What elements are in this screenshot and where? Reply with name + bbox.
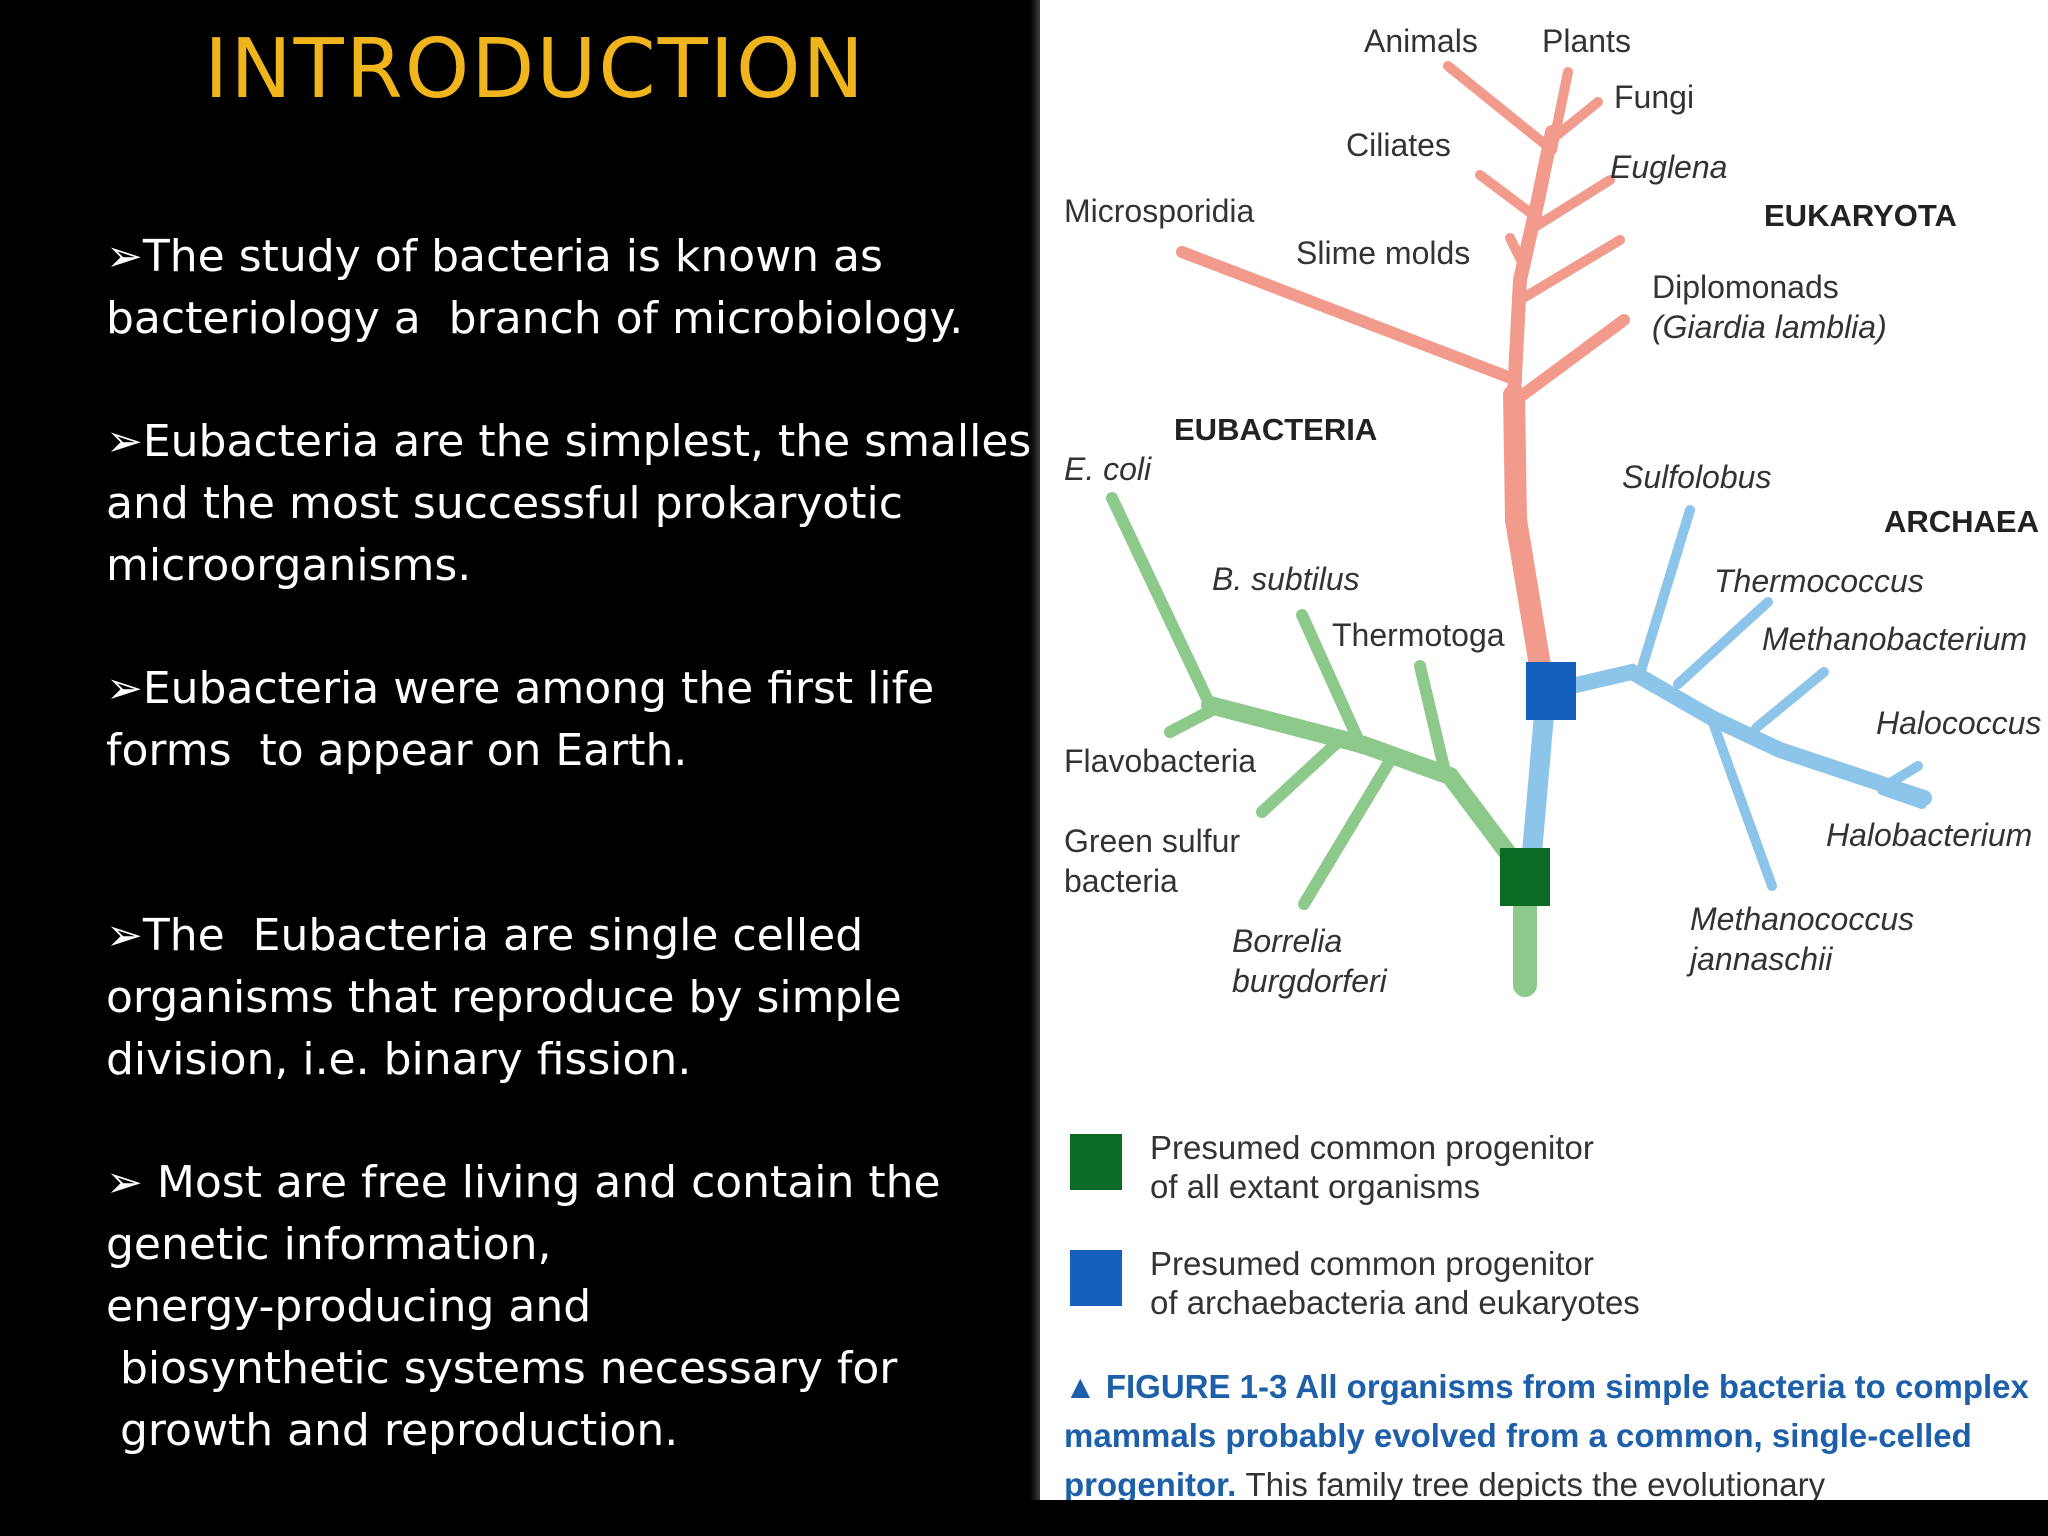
taxon-label-ciliates: Ciliates xyxy=(1346,127,1451,163)
bullet-item: ➢The study of bacteria is known as bacte… xyxy=(106,226,1036,350)
taxon-label-ecoli: E. coli xyxy=(1064,451,1152,487)
bullet-line: ➢The Eubacteria are single celled xyxy=(106,910,864,961)
branch-thermotoga xyxy=(1414,660,1451,778)
figure-panel: EUKARYOTA EUBACTERIA ARCHAEA Animals Pla… xyxy=(1040,0,2048,1500)
branch-slime-molds xyxy=(1515,235,1625,305)
taxon-label-animals: Animals xyxy=(1364,23,1478,59)
taxon-label-bsubtilus: B. subtilus xyxy=(1212,561,1360,597)
branch-halococcus xyxy=(1877,761,1923,793)
branch-slime-sub xyxy=(1505,233,1527,267)
branch-halobacterium xyxy=(1877,785,1927,809)
taxon-label-borrelia-2: burgdorferi xyxy=(1232,963,1388,999)
bullet-item: ➢Eubacteria are the simplest, the smalle… xyxy=(106,411,1049,597)
taxon-label-fungi: Fungi xyxy=(1614,79,1694,115)
branch-main-eukaryota xyxy=(1507,125,1559,402)
branch-fungi xyxy=(1551,97,1603,141)
branch-trunk-eukaryota xyxy=(1503,384,1555,701)
taxon-label-halococcus: Halococcus xyxy=(1876,705,2041,741)
branch-methanobacterium xyxy=(1751,667,1829,733)
archaea-branches xyxy=(1520,505,1932,891)
branch-trunk-archaea xyxy=(1520,682,1556,886)
legend-item-blue: Presumed common progenitor of archaebact… xyxy=(1070,1244,1640,1322)
taxon-label-borrelia: Borrelia xyxy=(1232,923,1342,959)
legend-line: Presumed common progenitor xyxy=(1150,1129,1594,1166)
bullet-line: ➢Eubacteria are the simplest, the smalle… xyxy=(106,416,1049,467)
branch-green-sulfur xyxy=(1256,734,1346,818)
phylogenetic-tree: EUKARYOTA EUBACTERIA ARCHAEA Animals Pla… xyxy=(1064,23,2041,999)
branch-diplomonads xyxy=(1510,314,1630,406)
bullet-line: ➢The study of bacteria is known as xyxy=(106,231,883,282)
taxon-label-thermococcus: Thermococcus xyxy=(1714,563,1924,599)
taxon-label-slime-molds: Slime molds xyxy=(1296,235,1470,271)
legend-line: of all extant organisms xyxy=(1150,1168,1481,1205)
taxon-label-methanococcus: Methanococcus xyxy=(1690,901,1914,937)
branch-microsporidia xyxy=(1176,246,1522,386)
bullet-line: organisms that reproduce by simple xyxy=(106,972,902,1023)
caption-bold-text: All organisms from simple bacteria to co… xyxy=(1064,1368,2029,1500)
legend-swatch-green xyxy=(1070,1134,1122,1190)
bullet-item: ➢ Most are free living and contain the g… xyxy=(106,1152,1036,1462)
bullet-item: ➢Eubacteria were among the first life fo… xyxy=(106,658,1036,782)
bullet-line: biosynthetic systems necessary for xyxy=(106,1343,898,1394)
domain-label-archaea: ARCHAEA xyxy=(1884,504,2039,539)
legend-item-green: Presumed common progenitor of all extant… xyxy=(1070,1128,1594,1206)
bullet-line: microorganisms. xyxy=(106,540,472,591)
taxon-label-flavobacteria: Flavobacteria xyxy=(1064,743,1256,779)
branch-borrelia xyxy=(1298,758,1394,910)
slide-title: INTRODUCTION xyxy=(204,22,866,117)
taxon-label-methanobacterium: Methanobacterium xyxy=(1762,621,2027,657)
caption-label: ▲ FIGURE 1-3 xyxy=(1064,1368,1288,1405)
bullet-item: ➢The Eubacteria are single celled organi… xyxy=(106,905,1036,1091)
branch-sulfolobus xyxy=(1635,505,1695,679)
branch-bsubtilus xyxy=(1296,609,1368,754)
bullet-line: division, i.e. binary fission. xyxy=(106,1034,692,1085)
branch-ciliates xyxy=(1475,170,1545,225)
bullet-line: growth and reproduction. xyxy=(106,1405,679,1456)
legend-line: of archaebacteria and eukaryotes xyxy=(1150,1284,1640,1321)
bullet-line: bacteriology a branch of microbiology. xyxy=(106,293,964,344)
taxon-label-methanococcus-2: jannaschii xyxy=(1686,941,1833,977)
domain-label-eubacteria: EUBACTERIA xyxy=(1174,412,1377,447)
legend-line: Presumed common progenitor xyxy=(1150,1245,1594,1282)
bullet-line: ➢ Most are free living and contain the xyxy=(106,1157,941,1208)
bullet-list: ➢The study of bacteria is known as bacte… xyxy=(106,226,1049,1523)
taxon-label-halobacterium: Halobacterium xyxy=(1826,817,2032,853)
branch-animals xyxy=(1443,61,1557,155)
green-progenitor-node xyxy=(1500,848,1550,906)
legend-text: Presumed common progenitor of all extant… xyxy=(1150,1128,1594,1206)
blue-progenitor-node xyxy=(1526,662,1576,720)
bullet-line: genetic information, xyxy=(106,1219,552,1270)
branch-main-eubacteria xyxy=(1201,696,1534,885)
bullet-line: forms to appear on Earth. xyxy=(106,725,688,776)
domain-label-eukaryota: EUKARYOTA xyxy=(1764,198,1957,233)
taxon-label-sulfolobus: Sulfolobus xyxy=(1622,459,1771,495)
taxon-label-green-sulfur: Green sulfur xyxy=(1064,823,1240,859)
taxon-label-thermotoga: Thermotoga xyxy=(1332,617,1505,653)
taxon-label-plants: Plants xyxy=(1542,23,1631,59)
bullet-line: energy-producing and xyxy=(106,1281,592,1332)
branch-methanococcus xyxy=(1707,715,1777,891)
legend-swatch-blue xyxy=(1070,1250,1122,1306)
taxon-label-green-sulfur-2: bacteria xyxy=(1064,863,1178,899)
legend-text: Presumed common progenitor of archaebact… xyxy=(1150,1244,1640,1322)
eukaryota-branches xyxy=(1176,61,1630,701)
taxon-label-giardia: (Giardia lamblia) xyxy=(1652,309,1887,345)
branch-flavobacteria xyxy=(1164,702,1222,738)
branch-ecoli xyxy=(1106,492,1216,711)
branch-euglena xyxy=(1525,175,1615,235)
bullet-line: and the most successful prokaryotic xyxy=(106,478,903,529)
figure-caption: ▲ FIGURE 1-3 All organisms from simple b… xyxy=(1064,1362,2044,1500)
taxon-label-euglena: Euglena xyxy=(1610,149,1727,185)
taxon-label-microsporidia: Microsporidia xyxy=(1064,193,1254,229)
caption-plain-text: This family tree depicts the evolutionar… xyxy=(1245,1466,1826,1500)
bullet-line: ➢Eubacteria were among the first life xyxy=(106,663,935,714)
branch-thermococcus xyxy=(1673,597,1773,689)
taxon-label-diplomonads: Diplomonads xyxy=(1652,269,1839,305)
